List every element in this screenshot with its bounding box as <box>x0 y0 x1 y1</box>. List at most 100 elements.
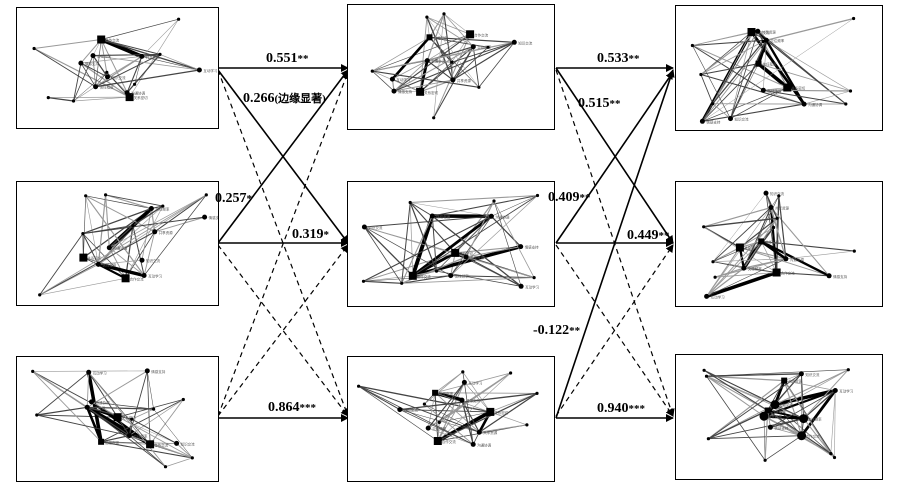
network-node <box>161 204 165 208</box>
network-panel-mid-right: 关系密切合作交流信任程度交往频率共享资源沟通协调互动学习情感支持知识交流 <box>675 181 883 307</box>
network-edge <box>85 195 152 209</box>
network-edge <box>401 215 433 284</box>
network-node <box>81 232 85 236</box>
network-edge <box>702 103 805 122</box>
network-node <box>400 281 404 285</box>
network-edge <box>95 69 200 88</box>
network-edge <box>712 41 764 105</box>
network-edge <box>763 369 849 417</box>
network-edge <box>143 194 207 276</box>
coef-label: 0.515** <box>578 96 621 111</box>
network-edge <box>95 72 108 87</box>
network-node <box>38 293 42 297</box>
network-edge <box>159 54 200 71</box>
network-edge <box>36 406 88 416</box>
network-edge <box>764 435 802 461</box>
network-edge <box>757 30 847 105</box>
network-edge <box>146 370 151 445</box>
network-edge <box>739 217 778 248</box>
network-edge <box>358 385 480 433</box>
network-node-label: 知识交流 <box>805 372 819 377</box>
network-edge <box>101 39 161 55</box>
network-node-label: 情感支持 <box>466 398 480 403</box>
network-edge <box>32 371 102 443</box>
network-edge <box>86 372 90 408</box>
network-edge <box>101 441 177 444</box>
network-node-label: 情感支持 <box>85 61 99 66</box>
network-node-label: 互动学习 <box>711 294 726 299</box>
network-node <box>130 417 134 421</box>
network-edge <box>708 373 802 440</box>
network-edge <box>450 195 538 276</box>
network-edge <box>33 47 130 98</box>
network-node <box>704 374 709 378</box>
network-edge <box>419 61 453 93</box>
network-edge <box>692 45 788 88</box>
network-node <box>747 28 756 36</box>
network-node-label: 交往频率 <box>808 417 823 422</box>
network-node-label: 知识交流 <box>146 258 160 263</box>
network-node-label: 合作交流 <box>781 271 796 276</box>
network-node <box>711 260 715 264</box>
network-node <box>461 379 467 385</box>
network-node-label: 情感支持 <box>209 215 218 220</box>
arrow-bot-top-dashed <box>217 71 350 417</box>
network-edge <box>712 258 786 263</box>
network-edge <box>712 31 752 104</box>
network-edge <box>36 414 130 437</box>
network-edge <box>434 392 528 426</box>
network-node-label: 互动学习 <box>93 370 107 375</box>
network-edge <box>703 206 772 228</box>
network-node <box>35 413 39 417</box>
network-edge <box>702 63 759 122</box>
network-edge <box>393 46 474 92</box>
network-edge <box>409 202 438 272</box>
network-node <box>713 275 717 279</box>
network-node <box>190 456 194 460</box>
network-edge <box>763 89 851 92</box>
network-node <box>470 44 476 50</box>
coef-label: 0.409** <box>548 190 591 205</box>
network-edge <box>437 372 511 442</box>
network-edge <box>461 399 474 445</box>
network-node <box>181 397 185 402</box>
network-edge <box>491 195 538 217</box>
network-node <box>144 368 150 374</box>
network-edge <box>465 200 495 258</box>
network-edge <box>372 36 430 72</box>
network-edge <box>729 39 767 119</box>
network-edge <box>455 246 521 254</box>
network-edge <box>401 202 411 284</box>
network-edge <box>712 246 741 263</box>
network-edge <box>758 63 851 92</box>
network-node-label: 关系密切 <box>122 415 136 420</box>
network-edge <box>743 207 772 269</box>
network-edge <box>706 369 849 377</box>
network-edge <box>462 371 491 413</box>
network-edge <box>147 370 154 410</box>
network-edge <box>765 39 806 105</box>
network-node <box>470 441 476 447</box>
network-node <box>174 440 180 446</box>
network-node-label: 合作交流 <box>417 274 431 279</box>
network-node <box>781 377 788 384</box>
network-edge <box>708 380 785 440</box>
network-node <box>389 76 395 82</box>
network-edge <box>803 390 836 420</box>
network-edge <box>767 409 804 420</box>
network-node <box>391 88 397 94</box>
network-edge <box>706 375 785 382</box>
network-node-label: 交往频率 <box>432 426 446 431</box>
network-edge <box>176 443 193 459</box>
network-edge <box>774 369 849 406</box>
network-node-label: 交往频率 <box>133 434 147 439</box>
network-node-label: 互动学习 <box>839 389 853 394</box>
network-edge <box>464 382 474 445</box>
network-node <box>763 190 769 196</box>
network-node-label: 互动学习 <box>396 77 410 82</box>
network-edge <box>712 261 744 269</box>
network-node <box>486 45 490 49</box>
